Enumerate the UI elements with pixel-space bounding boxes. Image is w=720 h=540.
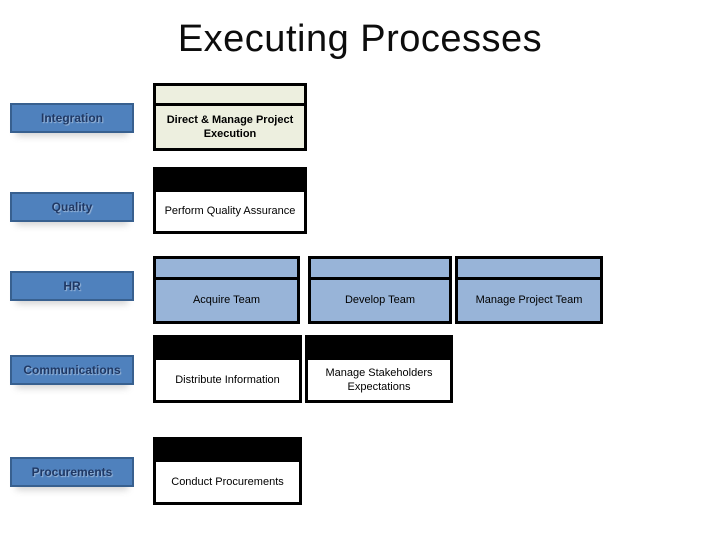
process-name: Acquire Team bbox=[192, 294, 261, 307]
box-header-band bbox=[458, 259, 600, 280]
process-name: Conduct Procurements bbox=[171, 475, 284, 488]
box-header-band bbox=[156, 338, 299, 360]
category-label-procurements: Procurements bbox=[10, 457, 134, 487]
category-label-integration: Integration bbox=[10, 103, 134, 133]
box-distribute-information: Distribute Information bbox=[153, 335, 302, 403]
box-direct-manage-project-execution: Direct & Manage Project Execution bbox=[153, 83, 307, 151]
process-name: Perform Quality Assurance bbox=[164, 205, 296, 218]
box-perform-quality-assurance: Perform Quality Assurance bbox=[153, 167, 307, 234]
box-header-band bbox=[156, 86, 304, 106]
process-name: Distribute Information bbox=[175, 373, 280, 386]
process-name: Develop Team bbox=[344, 294, 416, 307]
box-manage-project-team: Manage Project Team bbox=[455, 256, 603, 324]
box-manage-stakeholders-expectations: Manage Stakeholders Expectations bbox=[305, 335, 453, 403]
process-name: Manage Stakeholders Expectations bbox=[325, 366, 433, 393]
category-label-communications: Communications bbox=[10, 355, 134, 385]
process-name: Direct & Manage Project Execution bbox=[166, 113, 294, 140]
box-header-band bbox=[311, 259, 449, 280]
category-label-hr: HR bbox=[10, 271, 134, 301]
box-header-band bbox=[308, 338, 450, 360]
box-acquire-team: Acquire Team bbox=[153, 256, 300, 324]
box-header-band bbox=[156, 440, 299, 462]
box-header-band bbox=[156, 170, 304, 192]
page-title: Executing Processes bbox=[177, 18, 543, 60]
box-develop-team: Develop Team bbox=[308, 256, 452, 324]
box-conduct-procurements: Conduct Procurements bbox=[153, 437, 302, 505]
category-label-quality: Quality bbox=[10, 192, 134, 222]
process-name: Manage Project Team bbox=[475, 294, 583, 307]
box-header-band bbox=[156, 259, 297, 280]
